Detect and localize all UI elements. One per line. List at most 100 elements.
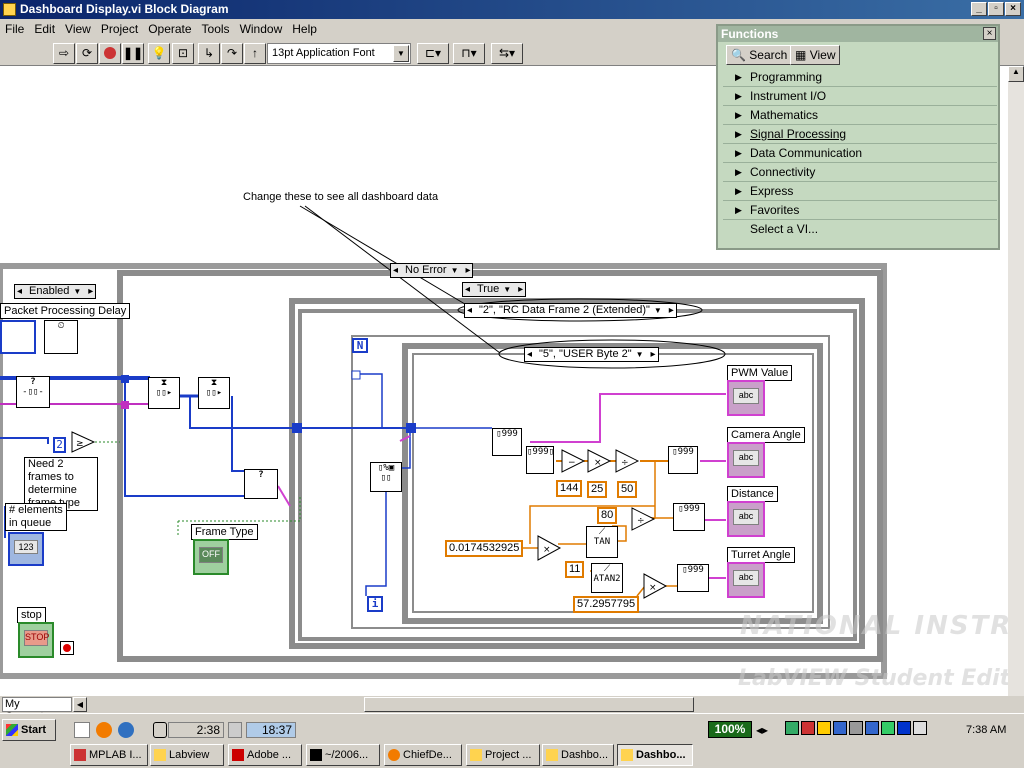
number-to-string-icon[interactable]: ▯999▯ (526, 446, 554, 474)
close-button[interactable]: × (1005, 2, 1021, 16)
step-over-icon[interactable]: ↷ (221, 43, 243, 64)
format-into-string-icon[interactable]: ▯%▣▯▯ (370, 462, 402, 492)
menu-tools[interactable]: Tools (201, 22, 230, 36)
minimize-button[interactable]: _ (971, 2, 987, 16)
menu-operate[interactable]: Operate (148, 22, 192, 36)
menu-window[interactable]: Window (239, 22, 283, 36)
constant-25[interactable]: 25 (587, 481, 608, 498)
palette-item-favorites[interactable]: ▶Favorites (723, 201, 997, 220)
align-objects-icon[interactable]: ⊏▾ (417, 43, 449, 64)
palette-search-button[interactable]: 🔍 Search (726, 45, 793, 65)
constant-two[interactable]: 2 (53, 437, 66, 453)
retain-wire-values-icon[interactable]: ⊡ (172, 43, 194, 64)
menu-edit[interactable]: Edit (34, 22, 56, 36)
task-terminal[interactable]: ~/2006... (306, 744, 380, 766)
palette-item-programming[interactable]: ▶Programming (723, 68, 997, 87)
tray-icon[interactable] (913, 721, 927, 735)
reorder-icon[interactable]: ⇆▾ (491, 43, 523, 64)
loop-condition-icon[interactable] (60, 641, 74, 655)
task-dashboard-panel[interactable]: Dashbo... (542, 744, 614, 766)
loop-count-terminal[interactable]: N (352, 338, 368, 353)
case-selector-frame[interactable]: "2", "RC Data Frame 2 (Extended)"▼ (464, 303, 677, 318)
menu-view[interactable]: View (65, 22, 91, 36)
palette-item-express[interactable]: ▶Express (723, 182, 997, 201)
tray-icon[interactable] (865, 721, 879, 735)
palette-item-data-communication[interactable]: ▶Data Communication (723, 144, 997, 163)
task-dashboard-diagram[interactable]: Dashbo... (617, 744, 693, 766)
tray-icon[interactable] (801, 721, 815, 735)
scroll-left-icon[interactable]: ◀ (73, 697, 87, 712)
tray-icon[interactable] (785, 721, 799, 735)
palette-view-button[interactable]: ▦ View (790, 45, 841, 65)
highlight-execution-icon[interactable]: 💡 (148, 43, 170, 64)
distance-indicator[interactable]: abc (727, 501, 765, 537)
palette-item-instrument-io[interactable]: ▶Instrument I/O (723, 87, 997, 106)
run-continuously-icon[interactable]: ⟳ (76, 43, 98, 64)
delay-control-icon[interactable] (0, 320, 36, 354)
constant-80[interactable]: 80 (597, 507, 618, 524)
case-selector-enabled[interactable]: Enabled▼ (14, 284, 97, 299)
constant-50[interactable]: 50 (617, 481, 638, 498)
menu-help[interactable]: Help (292, 22, 317, 36)
number-to-string-3-icon[interactable]: ▯999 (673, 503, 705, 531)
number-to-string-2-icon[interactable]: ▯999 (668, 446, 698, 474)
camera-angle-indicator[interactable]: abc (727, 442, 765, 478)
index-array-icon[interactable]: ▯999 (492, 428, 522, 456)
start-button[interactable]: Start (2, 719, 56, 741)
pwm-value-indicator[interactable]: abc (727, 380, 765, 416)
palette-close-icon[interactable]: × (983, 27, 996, 40)
horizontal-scroll-thumb[interactable] (364, 697, 694, 712)
distribute-objects-icon[interactable]: ⊓▾ (453, 43, 485, 64)
case-selector-error[interactable]: No Error▼ (390, 263, 474, 278)
wait-ms-icon[interactable]: ⏲ (44, 320, 78, 354)
font-selector[interactable]: 13pt Application Font▼ (267, 43, 411, 64)
task-chiefdelphi[interactable]: ChiefDe... (384, 744, 462, 766)
zoom-level[interactable]: 100% (708, 721, 752, 738)
constant-11[interactable]: 11 (565, 561, 585, 578)
pause-icon[interactable]: ❚❚ (122, 43, 144, 64)
constant-rad-to-deg[interactable]: 57.2957795 (573, 596, 640, 613)
atan2-icon[interactable]: ⟋ATAN2 (591, 563, 623, 593)
case-selector-byte[interactable]: "5", "USER Byte 2"▼ (524, 347, 659, 362)
tray-icon[interactable] (849, 721, 863, 735)
loop-iteration-terminal[interactable]: i (367, 596, 383, 612)
palette-item-signal-processing[interactable]: ▶Signal Processing (723, 125, 997, 144)
system-tray-icons[interactable] (784, 720, 954, 760)
case-selector-true[interactable]: True▼ (462, 282, 527, 297)
palette-item-select-vi[interactable]: Select a VI... (723, 220, 997, 239)
menu-file[interactable]: File (5, 22, 25, 36)
task-mplab[interactable]: MPLAB I... (70, 744, 148, 766)
quicklaunch-icon-1[interactable] (74, 722, 90, 738)
frame-type-subvi-icon[interactable]: ? (244, 469, 278, 499)
vertical-scrollbar[interactable]: ▲ (1008, 66, 1024, 696)
task-adobe[interactable]: Adobe ... (228, 744, 302, 766)
elements-queue-indicator[interactable]: 123 (8, 532, 44, 566)
queue-status-icon[interactable]: ?-▯▯- (16, 376, 50, 408)
task-project[interactable]: Project ... (466, 744, 540, 766)
tray-icon[interactable] (881, 721, 895, 735)
maximize-button[interactable]: ▫ (988, 2, 1004, 16)
turret-angle-indicator[interactable]: abc (727, 562, 765, 598)
tan-icon[interactable]: ⟋TAN (586, 526, 618, 558)
firefox-icon[interactable] (96, 722, 112, 738)
run-arrow-icon[interactable]: ⇨ (53, 43, 75, 64)
dequeue-element-2-icon[interactable]: ⧗▯▯▸ (198, 377, 230, 409)
step-into-icon[interactable]: ↳ (198, 43, 220, 64)
tray-icon[interactable] (833, 721, 847, 735)
frame-type-boolean[interactable]: OFF (193, 539, 229, 575)
dequeue-element-icon[interactable]: ⧗▯▯▸ (148, 377, 180, 409)
step-out-icon[interactable]: ↑ (244, 43, 266, 64)
stop-button-terminal[interactable]: STOP (18, 622, 54, 658)
tray-icon[interactable] (817, 721, 831, 735)
constant-144[interactable]: 144 (556, 480, 583, 497)
palette-item-mathematics[interactable]: ▶Mathematics (723, 106, 997, 125)
abort-icon[interactable] (99, 43, 121, 64)
browser-icon[interactable] (118, 722, 134, 738)
palette-item-connectivity[interactable]: ▶Connectivity (723, 163, 997, 182)
task-labview[interactable]: Labview (150, 744, 224, 766)
constant-deg-to-rad[interactable]: 0.0174532925 (445, 540, 524, 557)
scroll-up-icon[interactable]: ▲ (1008, 66, 1024, 82)
speaker-icon[interactable]: ◂▸ (756, 723, 769, 737)
number-to-string-4-icon[interactable]: ▯999 (677, 564, 709, 592)
tray-icon[interactable] (897, 721, 911, 735)
